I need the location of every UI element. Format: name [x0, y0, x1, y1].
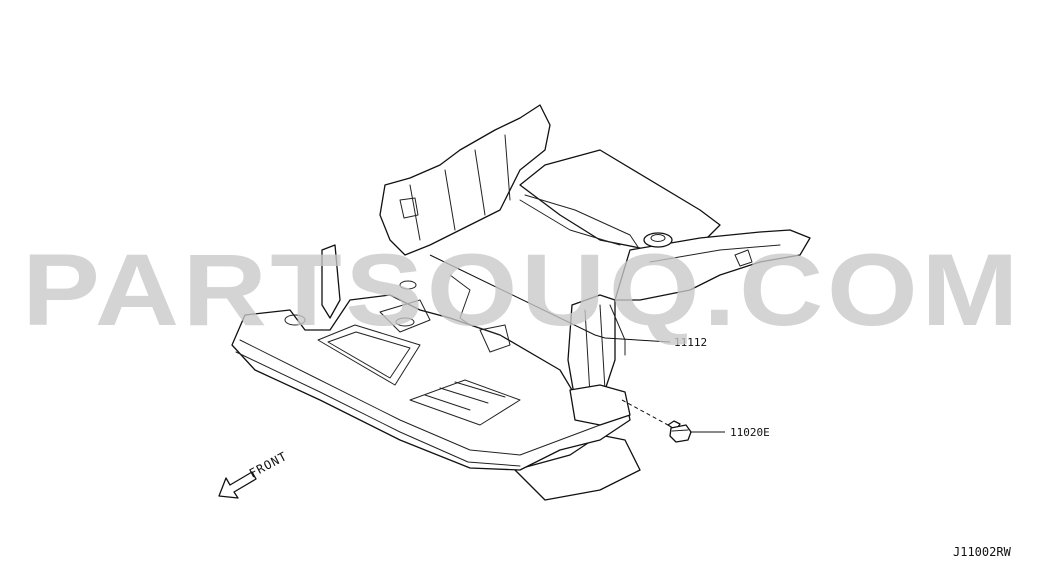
front-label: FRONT	[247, 449, 290, 481]
callout-label-11112: 11112	[674, 336, 707, 349]
callout-label-11020e: 11020E	[730, 426, 770, 439]
front-arrow-icon	[218, 471, 257, 499]
right-front-pillar	[567, 294, 616, 406]
floor-cover-assembly	[231, 104, 811, 501]
underside-tray	[514, 434, 641, 501]
clip-dashed-line	[621, 399, 669, 426]
floor-pad	[317, 324, 421, 386]
callout-group-11020e: 11020E	[621, 399, 770, 443]
front-indicator: FRONT	[218, 449, 290, 499]
right-lower-bracket	[569, 384, 631, 426]
watermark-text: PARTSOUQ.COM	[22, 233, 1022, 347]
rear-cross-member	[519, 149, 721, 251]
diagram-code: J11002RW	[953, 545, 1012, 559]
left-side-wall	[379, 104, 551, 256]
right-side-member	[614, 229, 811, 301]
callout-group-11112: 11112	[429, 254, 707, 349]
leader-line-11112	[429, 254, 671, 343]
center-tunnel	[449, 274, 501, 336]
front-lip	[239, 339, 601, 456]
clip-icon	[667, 420, 692, 443]
left-front-pillar	[321, 244, 341, 319]
